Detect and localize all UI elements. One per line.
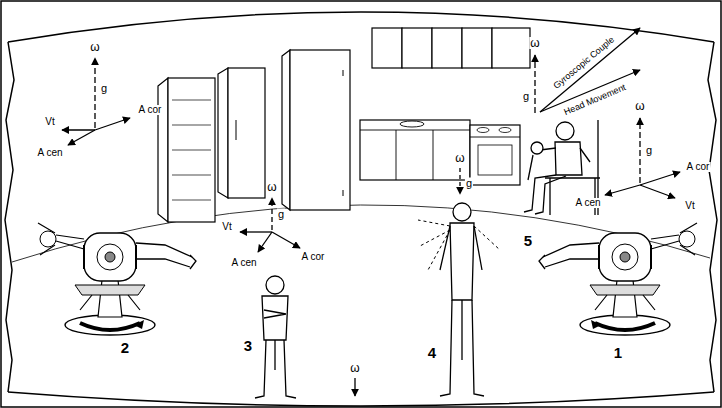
vector-arrows-part xyxy=(258,232,272,252)
vector-label: A cen xyxy=(574,198,601,208)
person-four-part xyxy=(440,226,482,270)
vector-arrows-part xyxy=(354,378,355,396)
person-five-part xyxy=(528,155,533,180)
vector-arrows-part xyxy=(95,118,130,130)
vector-arrows-part xyxy=(271,198,272,230)
cabinets-part xyxy=(400,121,424,127)
callout-number: 5 xyxy=(523,233,533,248)
person-three-part xyxy=(255,340,296,398)
cabinets-part xyxy=(372,28,402,68)
person-three-part xyxy=(274,340,275,370)
callout-number: 1 xyxy=(613,345,623,360)
vector-arrows-part xyxy=(94,58,95,128)
gravity-symbol: g xyxy=(522,91,530,102)
vector-arrows-part xyxy=(640,185,675,198)
cabinets xyxy=(158,28,530,222)
rotation-symbol: ω xyxy=(529,37,540,49)
cabinets-part xyxy=(492,28,530,68)
cabinets-part xyxy=(499,128,511,133)
room-outline xyxy=(5,12,717,406)
person-three xyxy=(255,276,296,398)
cabinets-part xyxy=(282,50,290,210)
person-five-part xyxy=(524,175,566,214)
vector-arrows-part xyxy=(240,231,272,232)
cabinets-part xyxy=(402,28,432,68)
vector-label: A cor xyxy=(686,162,711,172)
person-four-part xyxy=(461,300,462,360)
person-four-part xyxy=(474,226,500,250)
rotating-chair-two xyxy=(38,223,196,335)
gravity-symbol: g xyxy=(277,209,285,220)
rotation-symbol: ω xyxy=(89,41,100,53)
gravity-symbol: g xyxy=(465,178,473,189)
person-three-part xyxy=(266,276,284,294)
cabinets-part xyxy=(432,28,462,68)
room-outline-part xyxy=(8,392,714,406)
person-three-part xyxy=(264,310,286,318)
cabinets-part xyxy=(168,78,215,222)
rotation-symbol: ω xyxy=(349,362,360,374)
cabinets-part xyxy=(343,70,344,196)
rotating-chair-one xyxy=(539,223,697,335)
cabinets-part xyxy=(360,130,470,180)
rotating-chair-two-part xyxy=(38,223,196,335)
person-five-part xyxy=(540,148,590,162)
vector-arrows xyxy=(62,28,680,396)
vector-arrows-part xyxy=(62,129,95,130)
cabinets-part xyxy=(158,78,168,222)
vector-label: A cen xyxy=(230,258,257,268)
rotation-symbol: ω xyxy=(266,181,277,193)
room-outline-part xyxy=(5,42,14,392)
person-five-part xyxy=(556,122,574,140)
cabinets-part xyxy=(290,50,350,210)
cabinets-part xyxy=(477,128,489,133)
callout-number: 3 xyxy=(243,338,253,353)
person-four-part xyxy=(450,223,474,300)
person-four xyxy=(418,203,500,396)
vector-arrows-part xyxy=(534,55,535,113)
vector-label: Vt xyxy=(221,222,232,232)
person-five-part xyxy=(531,142,543,154)
vector-label: Vt xyxy=(44,117,55,127)
cabinets-part xyxy=(228,68,265,198)
callout-number: 4 xyxy=(427,345,437,360)
person-three-part xyxy=(262,296,288,340)
vector-arrows-part xyxy=(605,185,640,195)
vector-arrows-part xyxy=(639,118,640,183)
cabinets-part xyxy=(470,137,520,138)
person-five-part xyxy=(555,142,582,175)
vector-label: Head Movement xyxy=(562,83,628,118)
callout-number: 2 xyxy=(120,340,130,355)
cabinets-part xyxy=(236,120,237,140)
vector-arrows-part xyxy=(640,172,680,185)
vector-label: Vt xyxy=(684,201,695,211)
vector-label: A cen xyxy=(36,148,63,158)
vector-arrows-part xyxy=(68,130,95,145)
cabinets-part xyxy=(218,68,228,198)
person-four-part xyxy=(440,300,484,396)
person-four-part xyxy=(418,220,450,270)
gravity-symbol: g xyxy=(100,83,108,94)
rotation-symbol: ω xyxy=(454,152,465,164)
vector-arrows-part xyxy=(272,232,300,248)
gravity-symbol: g xyxy=(645,145,653,156)
vector-label: Gyroscopic Couple xyxy=(551,34,617,91)
cabinets-part xyxy=(478,145,512,175)
rotation-symbol: ω xyxy=(634,100,645,112)
cabinets-part xyxy=(462,28,492,68)
person-four-part xyxy=(453,203,471,221)
rotating-chair-one-part xyxy=(539,223,697,335)
cabinets-part xyxy=(470,125,520,185)
room-outline-part xyxy=(708,42,717,392)
vector-label: A cor xyxy=(138,105,163,115)
vector-arrows-part xyxy=(459,168,460,194)
vector-label: A cor xyxy=(301,252,326,262)
cabinets-part xyxy=(360,120,470,180)
cabinets-part xyxy=(172,100,211,200)
